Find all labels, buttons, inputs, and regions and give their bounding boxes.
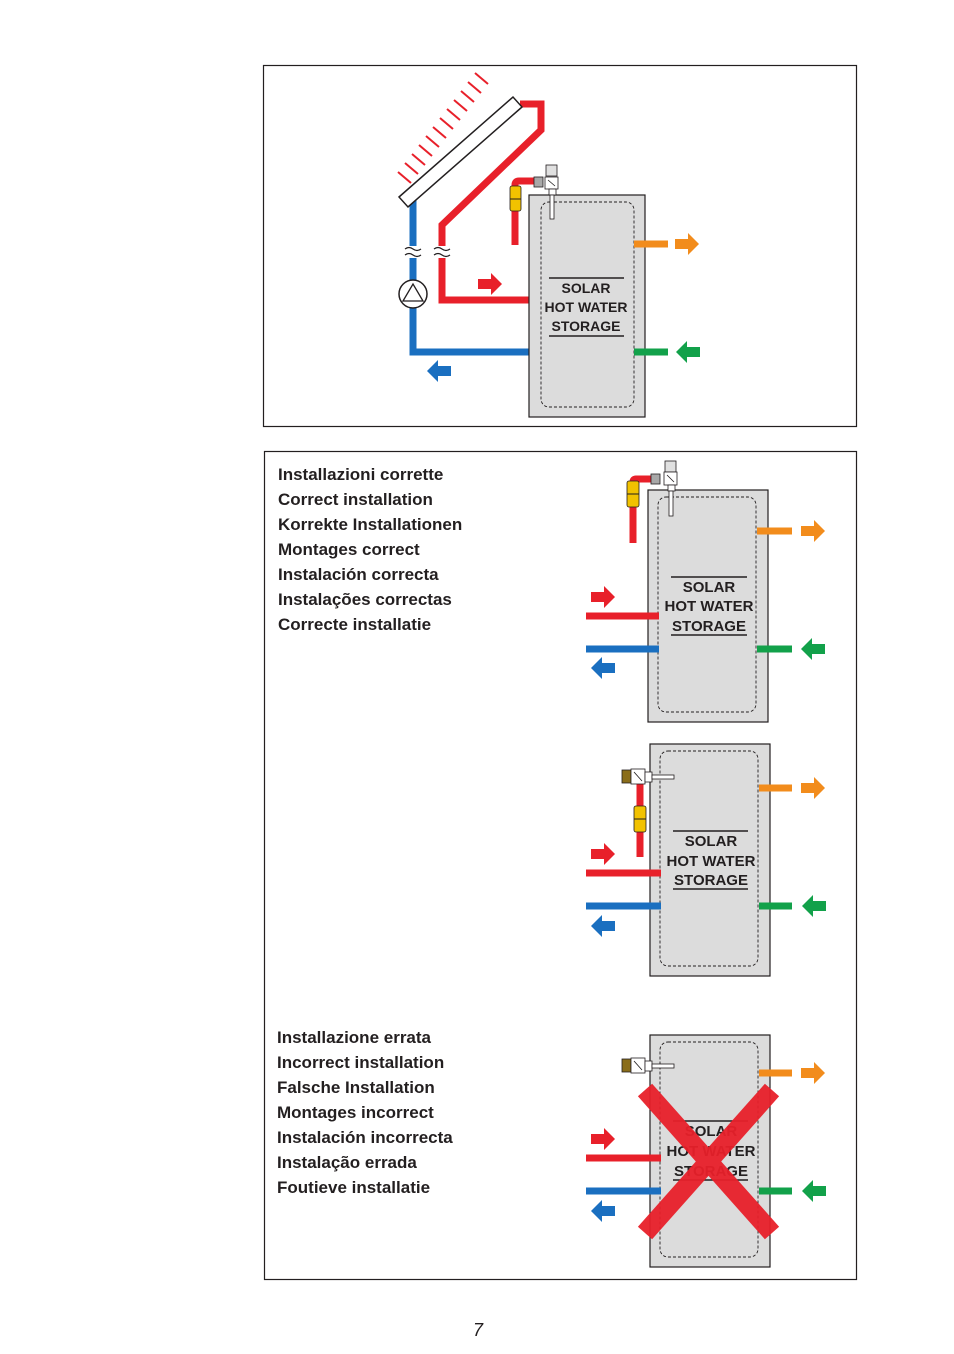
hot-water-out-arrow-icon (801, 1062, 825, 1084)
correct-installation-captions: Installazioni corrette Correct installat… (278, 465, 462, 634)
cold-water-in-arrow-icon (676, 341, 700, 363)
flow-pipe (438, 100, 545, 304)
installation-panel: Installazioni corrette Correct installat… (263, 450, 858, 1281)
tank-label-line-2: HOT WATER (545, 299, 628, 315)
caption-correct-es: Instalación correcta (278, 565, 439, 584)
tank-label-line-3: STORAGE (672, 618, 746, 635)
caption-incorrect-nl: Foutieve installatie (277, 1178, 430, 1197)
tank-diagram-incorrect: SOLAR HOT WATER STORAGE (586, 1034, 826, 1268)
pipe-break-marks (404, 246, 451, 258)
caption-incorrect-de: Falsche Installation (277, 1078, 435, 1097)
safety-valve-icon (621, 768, 675, 833)
solar-return-arrow-icon (427, 360, 451, 382)
tank-label-line-2: HOT WATER (667, 853, 756, 870)
panel-border (262, 64, 858, 428)
caption-correct-en: Correct installation (278, 490, 433, 509)
solar-system-panel: SOLAR HOT WATER STORAGE (262, 64, 858, 428)
storage-tank (647, 489, 769, 723)
tank-diagram-correct-side-valve: SOLAR HOT WATER STORAGE (586, 743, 826, 977)
tank-inner-outline (659, 750, 759, 967)
tank-label-line-3: STORAGE (552, 318, 621, 334)
caption-incorrect-en: Incorrect installation (277, 1053, 444, 1072)
tank-label: SOLAR HOT WATER STORAGE (545, 277, 628, 337)
caption-incorrect-fr: Montages incorrect (277, 1103, 434, 1122)
cold-water-in-arrow-icon (801, 638, 825, 660)
storage-tank (649, 743, 771, 977)
cold-water-in-arrow-icon (802, 895, 826, 917)
caption-correct-it: Installazioni corrette (278, 465, 443, 484)
hot-water-out-arrow-icon (675, 233, 699, 255)
storage-tank (528, 194, 646, 418)
incorrect-cross-icon (637, 1083, 780, 1240)
solar-collector-icon (397, 95, 524, 209)
safety-valve-icon (621, 1057, 675, 1074)
safety-valve-icon (509, 164, 559, 220)
caption-correct-pt: Instalações correctas (278, 590, 452, 609)
tank-label: SOLAR HOT WATER STORAGE (667, 830, 756, 890)
caption-incorrect-pt: Instalação errada (277, 1153, 417, 1172)
tank-inner-outline (659, 1041, 759, 1258)
pump-icon (398, 279, 428, 309)
hot-water-out-arrow-icon (801, 520, 825, 542)
tank-label-line-2: HOT WATER (665, 598, 754, 615)
relief-pipe (511, 177, 534, 245)
incorrect-installation-captions: Installazione errata Incorrect installat… (277, 1028, 453, 1197)
tank-label: SOLAR HOT WATER STORAGE (665, 576, 754, 636)
page-number: 7 (473, 1320, 484, 1340)
tank-label-line-3: STORAGE (674, 872, 748, 889)
solar-flow-arrow-icon (478, 273, 502, 295)
caption-correct-nl: Correcte installatie (278, 615, 431, 634)
safety-valve-icon (626, 460, 678, 517)
solar-flow-arrow-icon (591, 1128, 615, 1150)
caption-correct-de: Korrekte Installationen (278, 515, 462, 534)
tank-diagram-correct-top-valve: SOLAR HOT WATER STORAGE (586, 460, 825, 723)
panel-border (263, 450, 858, 1281)
caption-incorrect-it: Installazione errata (277, 1028, 432, 1047)
sun-rays-icon (397, 72, 489, 184)
tank-label-line-1: SOLAR (685, 833, 738, 850)
solar-return-arrow-icon (591, 915, 615, 937)
caption-incorrect-es: Instalación incorrecta (277, 1128, 453, 1147)
solar-flow-arrow-icon (591, 843, 615, 865)
caption-correct-fr: Montages correct (278, 540, 420, 559)
tank-label-line-1: SOLAR (683, 579, 736, 596)
hot-water-out-arrow-icon (801, 777, 825, 799)
return-pipe (409, 198, 540, 356)
tank-inner-outline (657, 496, 757, 713)
solar-flow-arrow-icon (591, 586, 615, 608)
solar-return-arrow-icon (591, 657, 615, 679)
cold-water-in-arrow-icon (802, 1180, 826, 1202)
tank-label-line-1: SOLAR (562, 280, 611, 296)
solar-return-arrow-icon (591, 1200, 615, 1222)
